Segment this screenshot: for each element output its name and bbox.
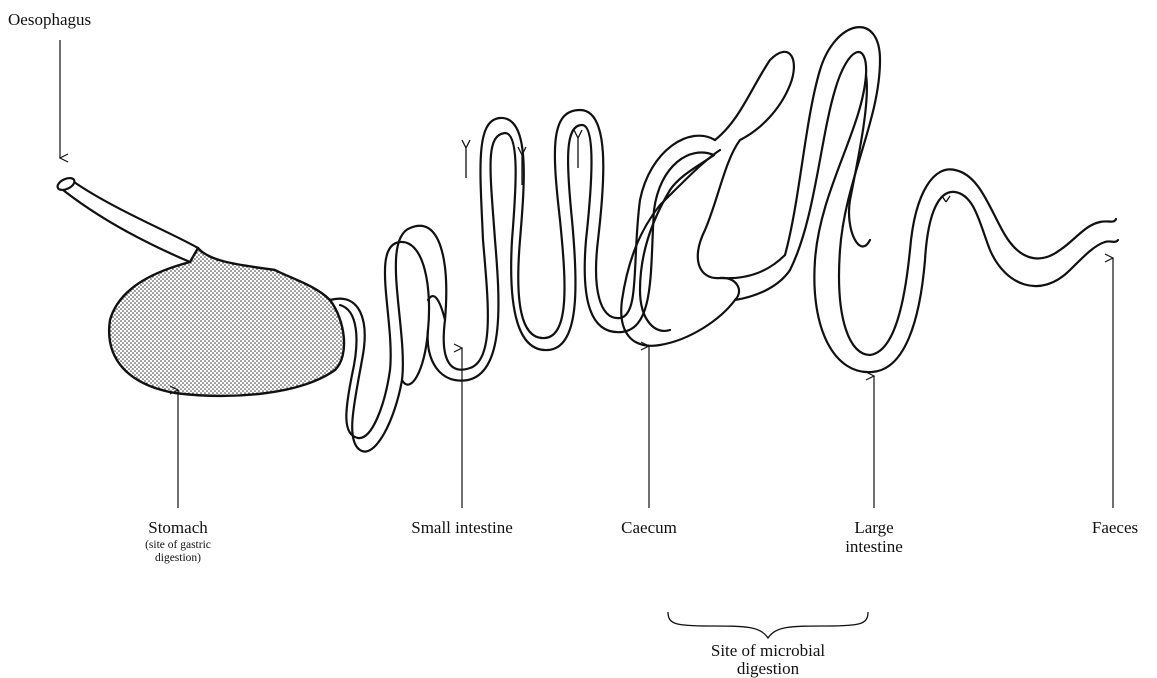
label-stomach: Stomach [128,518,228,537]
large-intestine-inner [790,52,1105,372]
stomach-shape [109,248,344,396]
label-small-intestine: Small intestine [382,518,542,537]
label-microbial-line-1: Site of microbial [688,641,848,660]
label-oesophagus: Oesophagus [8,10,91,29]
label-large-intestine-line-1: Large [824,518,924,537]
label-microbial-line-2: digestion [688,659,848,678]
oesophagus-tube [56,176,198,262]
large-intestine-outer [785,27,1100,355]
label-large-intestine-line-2: intestine [824,537,924,556]
label-stomach-note-1: (site of gastric [128,539,228,551]
label-stomach-note-2: digestion) [128,552,228,564]
label-faeces: Faeces [1080,518,1150,537]
microbial-digestion-brace [668,612,868,638]
label-caecum: Caecum [599,518,699,537]
